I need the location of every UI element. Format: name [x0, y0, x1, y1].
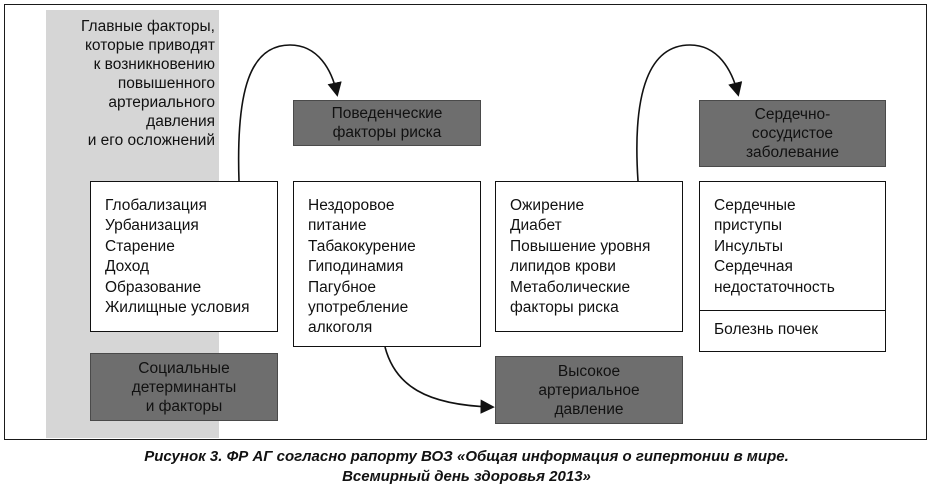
list-item: Повышение уровня	[510, 237, 651, 255]
list-item: факторы риска	[510, 299, 619, 317]
list-item: Метаболические	[510, 278, 631, 296]
list-item: Урбанизация	[105, 217, 199, 235]
behavioral-list: Нездоровое питание Табакокурение Гиподин…	[293, 181, 481, 347]
determinants-list: Глобализация Урбанизация Старение Доход …	[90, 181, 278, 332]
list-item: Нездоровое	[308, 197, 395, 214]
figure-caption: Рисунок 3. ФР АГ согласно рапорту ВОЗ «О…	[0, 447, 933, 487]
list-item: питание	[308, 217, 367, 235]
list-item: алкоголя	[308, 319, 373, 337]
list-item: употребление	[308, 299, 409, 317]
kidney-disease-box: Болезнь почек	[699, 310, 886, 352]
cvd-list: Сердечные приступы Инсульты Сердечная не…	[699, 181, 886, 311]
cvd-label: Сердечно- сосудистое заболевание	[699, 100, 886, 167]
metabolic-list: Ожирение Диабет Повышение уровня липидов…	[495, 181, 683, 332]
caption-line-2: Всемирный день здоровья 2013»	[342, 468, 591, 485]
list-item: Глобализация	[105, 197, 207, 214]
list-item: приступы	[714, 217, 782, 235]
list-item: Диабет	[510, 217, 562, 235]
list-item: Табакокурение	[308, 237, 416, 255]
list-item: Ожирение	[510, 197, 585, 214]
caption-line-1: Рисунок 3. ФР АГ согласно рапорту ВОЗ «О…	[144, 448, 789, 465]
list-item: Старение	[105, 237, 175, 255]
list-item: Сердечная	[714, 258, 793, 276]
list-item: Гиподинамия	[308, 258, 404, 276]
list-item: Жилищные условия	[105, 299, 250, 317]
hypertension-label: Высокое артериальное давление	[495, 356, 683, 424]
main-factors-text: Главные факторы, которые приводят к возн…	[81, 18, 215, 149]
list-item: Образование	[105, 278, 202, 296]
list-item: Инсульты	[714, 237, 784, 255]
list-item: Сердечные	[714, 197, 796, 214]
determinants-label: Социальные детерминанты и факторы	[90, 353, 278, 421]
behavioral-label: Поведенческие факторы риска	[293, 100, 481, 146]
list-item: Пагубное	[308, 278, 377, 296]
list-item: липидов крови	[510, 258, 616, 276]
list-item: недостаточность	[714, 278, 835, 296]
list-item: Доход	[105, 258, 150, 276]
